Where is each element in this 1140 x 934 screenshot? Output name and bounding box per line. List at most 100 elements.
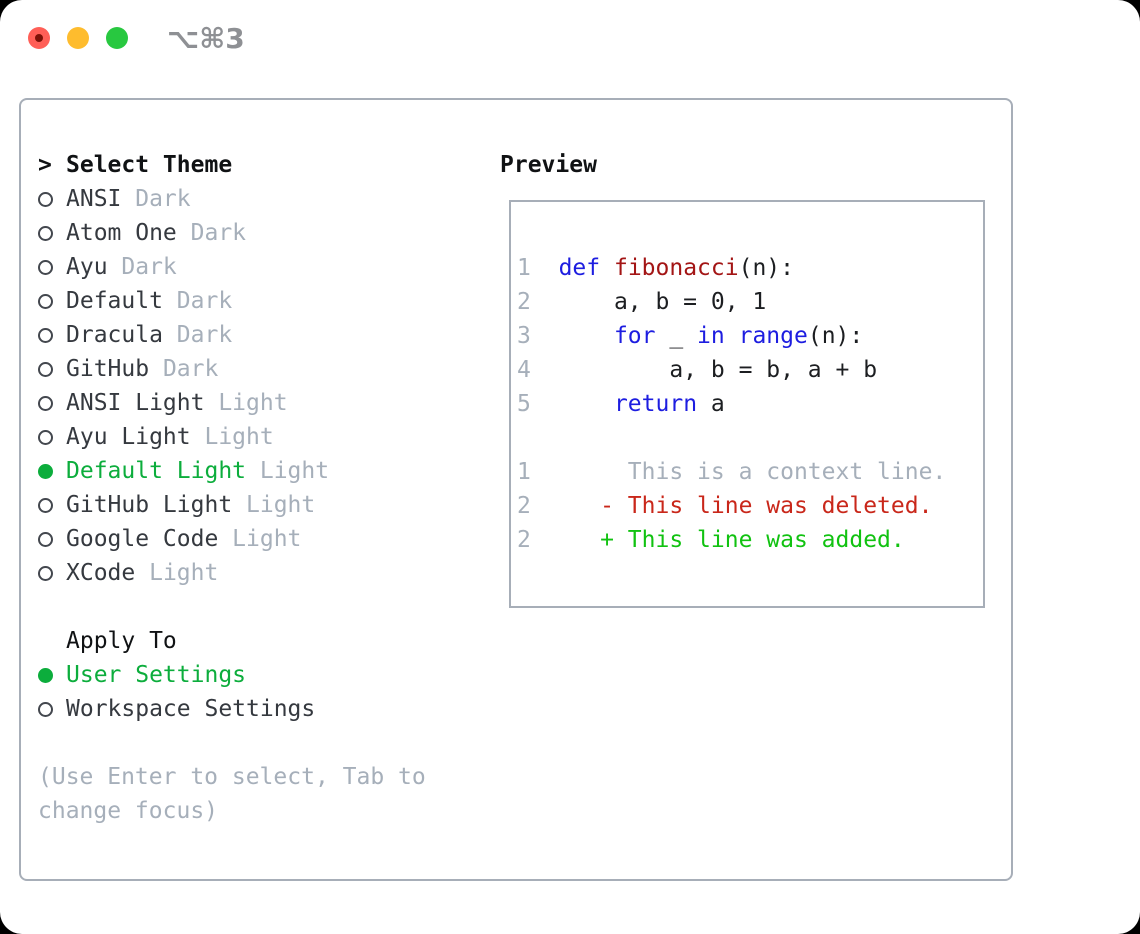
theme-option-ansi-dark[interactable]: ANSI Dark <box>38 182 329 216</box>
theme-name: XCode <box>66 560 136 586</box>
theme-variant: Dark <box>135 186 191 212</box>
window-title: ⌥⌘3 <box>167 22 245 55</box>
theme-option-ayu-dark[interactable]: Ayu Dark <box>38 250 329 284</box>
apply-to-header: Apply To <box>38 624 315 658</box>
code-segment-pl: (n): <box>738 255 794 281</box>
code-segment-ctx: This is a context line. <box>530 459 947 485</box>
theme-variant: Dark <box>121 254 177 280</box>
radio-marker <box>38 429 66 445</box>
theme-option-github-dark[interactable]: GitHub Dark <box>38 352 329 386</box>
radio-marker <box>38 395 66 411</box>
theme-option-default-dark[interactable]: Default Dark <box>38 284 329 318</box>
code-segment-num: 2 <box>517 289 531 315</box>
theme-name: ANSI <box>66 186 122 212</box>
radio-unselected-icon <box>38 259 53 275</box>
preview-line: 1 This is a context line. <box>517 455 983 489</box>
code-segment-pl <box>600 255 614 281</box>
preview-line: 2 + This line was added. <box>517 523 983 557</box>
preview-line: 2 - This line was deleted. <box>517 489 983 523</box>
preview-title: Preview <box>500 152 597 178</box>
radio-unselected-icon <box>38 429 53 445</box>
theme-variant: Light <box>259 458 330 484</box>
radio-selected-icon <box>38 667 53 683</box>
code-segment-kw: return <box>613 391 698 417</box>
code-segment-pl: a <box>697 391 725 417</box>
radio-unselected-icon <box>38 361 53 377</box>
theme-name: Ayu <box>66 254 108 280</box>
radio-marker <box>38 361 66 377</box>
close-button[interactable] <box>28 27 50 49</box>
code-segment-kw: def <box>558 255 601 281</box>
theme-variant: Dark <box>190 220 247 246</box>
code-segment-pl: a, b = b, a + b <box>530 357 878 383</box>
theme-variant: Light <box>246 492 316 518</box>
radio-marker <box>38 463 66 479</box>
code-segment-kw: range <box>738 323 808 349</box>
code-segment-num: 1 <box>517 255 531 281</box>
radio-marker <box>38 293 66 309</box>
theme-name: Dracula <box>66 322 163 348</box>
radio-unselected-icon <box>38 531 53 547</box>
theme-name: Default <box>66 288 163 314</box>
code-segment-pl <box>531 255 559 281</box>
apply-option-label: User Settings <box>66 662 247 688</box>
apply-option-user-settings[interactable]: User Settings <box>38 658 315 692</box>
theme-option-github-light-light[interactable]: GitHub Light Light <box>38 488 329 522</box>
radio-unselected-icon <box>38 293 53 309</box>
radio-marker <box>38 531 66 547</box>
radio-unselected-icon <box>38 327 53 343</box>
theme-name: Default Light <box>66 458 247 484</box>
radio-unselected-icon <box>38 225 53 241</box>
radio-unselected-icon <box>38 395 53 411</box>
theme-variant: Light <box>204 424 274 450</box>
code-segment-num: 1 <box>517 459 531 485</box>
code-segment-pl: a, b = 0, 1 <box>530 289 767 315</box>
theme-variant: Light <box>232 526 302 552</box>
code-segment-num: 3 <box>517 323 531 349</box>
code-segment-del: - This line was deleted. <box>530 493 933 519</box>
radio-marker <box>38 667 66 683</box>
preview-line: 2 a, b = 0, 1 <box>517 285 983 319</box>
theme-list-header: > Select Theme <box>38 148 329 182</box>
minimize-button[interactable] <box>67 27 89 49</box>
radio-marker <box>38 565 66 581</box>
code-segment-pl: _ <box>655 323 698 349</box>
radio-marker <box>38 259 66 275</box>
theme-variant: Dark <box>176 288 233 314</box>
code-segment-pl: (n): <box>807 323 864 349</box>
theme-option-default-light-light[interactable]: Default Light Light <box>38 454 329 488</box>
code-segment-num: 2 <box>517 527 531 553</box>
caret-icon: > <box>38 152 52 178</box>
preview-line: 3 for _ in range(n): <box>517 319 983 353</box>
zoom-button[interactable] <box>106 27 128 49</box>
radio-unselected-icon <box>38 497 53 513</box>
radio-marker <box>38 191 66 207</box>
theme-variant: Dark <box>176 322 233 348</box>
apply-option-workspace-settings[interactable]: Workspace Settings <box>38 692 315 726</box>
titlebar: ⌥⌘3 <box>0 0 1140 78</box>
theme-variant: Dark <box>162 356 219 382</box>
theme-name: GitHub Light <box>66 492 233 518</box>
theme-variant: Light <box>149 560 219 586</box>
radio-marker <box>38 225 66 241</box>
theme-name: Google Code <box>66 526 219 552</box>
theme-name: GitHub <box>66 356 150 382</box>
theme-variant: Light <box>218 390 288 416</box>
radio-marker <box>38 327 66 343</box>
theme-option-google-code-light[interactable]: Google Code Light <box>38 522 329 556</box>
theme-list-title: Select Theme <box>66 152 233 178</box>
keyboard-hint: (Use Enter to select, Tab to change focu… <box>38 760 426 828</box>
radio-unselected-icon <box>38 191 53 207</box>
theme-option-ayu-light-light[interactable]: Ayu Light Light <box>38 420 329 454</box>
theme-option-xcode-light[interactable]: XCode Light <box>38 556 329 590</box>
preview-line: 1 def fibonacci(n): <box>517 251 983 285</box>
theme-name: Ayu Light <box>66 424 191 450</box>
radio-marker <box>38 701 66 717</box>
hint-line: (Use Enter to select, Tab to <box>38 764 426 790</box>
preview-line <box>517 421 983 455</box>
theme-option-dracula-dark[interactable]: Dracula Dark <box>38 318 329 352</box>
